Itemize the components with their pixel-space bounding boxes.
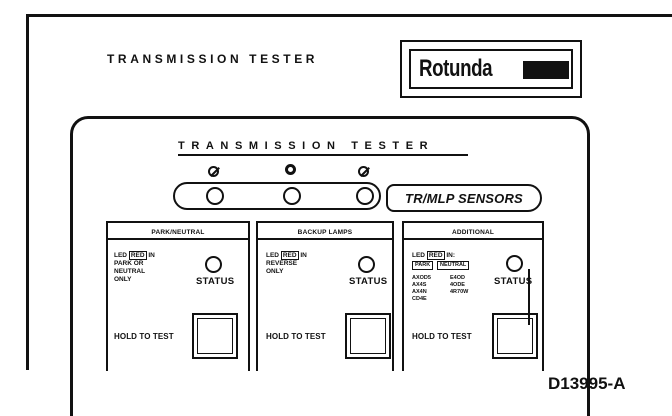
additional-hold-label: HOLD TO TEST — [412, 332, 472, 341]
additional-divider — [528, 269, 530, 325]
park-tag: PARK — [412, 261, 434, 270]
backup-lamps-status-led — [358, 256, 375, 273]
sensor-led-1 — [206, 187, 224, 205]
red-tag: RED — [426, 251, 445, 260]
figure-id: D13995-A — [548, 374, 626, 393]
park-neutral-panel: PARK/NEUTRAL LED RED IN PARK OR NEUTRAL … — [106, 221, 250, 371]
tester-outer-frame — [26, 14, 672, 370]
sensor-indicator-1-icon — [208, 166, 219, 177]
park-neutral-status-led — [205, 256, 222, 273]
additional-mode-tags: PARK NEUTRAL — [412, 261, 471, 270]
tester-panel — [70, 116, 590, 416]
additional-panel: ADDITIONAL LED RED IN: PARK NEUTRAL AXOD… — [402, 221, 544, 371]
backup-lamps-hold-label: HOLD TO TEST — [266, 332, 326, 341]
neutral-tag: NEUTRAL — [437, 261, 470, 270]
additional-status-label: STATUS — [494, 276, 533, 287]
backup-lamps-test-button[interactable] — [345, 313, 391, 359]
additional-codes-left: AXOD5 AX4S AX4N CD4E — [412, 275, 431, 302]
logo-bar — [523, 61, 569, 79]
additional-status-led — [506, 255, 523, 272]
sensors-label: TR/MLP SENSORS — [405, 190, 523, 206]
park-neutral-hold-label: HOLD TO TEST — [114, 332, 174, 341]
panel-title: TRANSMISSION TESTER — [178, 140, 435, 152]
park-neutral-title-line — [108, 238, 248, 240]
panel-title-underline — [178, 154, 468, 156]
logo-text: Rotunda — [419, 55, 493, 82]
sensor-strip — [173, 182, 381, 210]
outer-title: TRANSMISSION TESTER — [107, 52, 319, 66]
red-tag: RED — [128, 251, 147, 260]
backup-lamps-title-line — [258, 238, 392, 240]
logo-inner-frame: Rotunda — [409, 49, 573, 89]
backup-lamps-led-caption: LED RED IN REVERSE ONLY — [266, 251, 307, 275]
sensors-label-box: TR/MLP SENSORS — [386, 184, 542, 212]
rotunda-logo: Rotunda — [400, 40, 582, 98]
additional-led-caption: LED RED IN: — [412, 251, 456, 260]
sensor-led-3 — [356, 187, 374, 205]
additional-test-button[interactable] — [492, 313, 538, 359]
sensor-led-2 — [283, 187, 301, 205]
park-neutral-led-caption: LED RED IN PARK OR NEUTRAL ONLY — [114, 251, 155, 283]
park-neutral-status-label: STATUS — [196, 276, 235, 287]
backup-lamps-panel: BACKUP LAMPS LED RED IN REVERSE ONLY STA… — [256, 221, 394, 371]
park-neutral-title: PARK/NEUTRAL — [151, 229, 205, 236]
backup-lamps-status-label: STATUS — [349, 276, 388, 287]
additional-title-line — [404, 238, 542, 240]
park-neutral-test-button[interactable] — [192, 313, 238, 359]
additional-codes-right: E4OD 4ODE 4R70W — [450, 275, 469, 295]
backup-lamps-title: BACKUP LAMPS — [297, 229, 353, 236]
sensor-indicator-2-icon — [285, 164, 296, 175]
additional-title: ADDITIONAL — [451, 229, 495, 236]
red-tag: RED — [280, 251, 299, 260]
sensor-indicator-3-icon — [358, 166, 369, 177]
